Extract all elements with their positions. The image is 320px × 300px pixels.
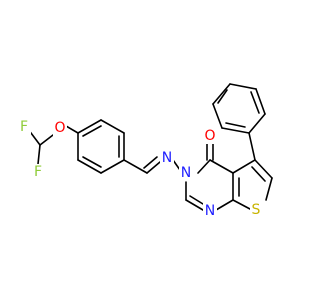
bond-ph-1 [248,113,266,134]
bond-ring1-1 [77,119,102,134]
bond-ph-double-c [225,122,246,128]
bond-ring1-4 [100,159,125,174]
bond-ph-2 [255,88,266,115]
bond-ph-6 [221,127,250,134]
bond-ring1-5 [77,159,102,174]
bond-n1-c2-b [189,195,204,205]
bond-ph-double-b [217,89,228,104]
atom-fluorine-2: F [31,164,44,180]
bond-ph-5 [212,103,223,129]
fluorine-1-label: F [20,119,28,135]
bond-ring1-2 [100,119,125,134]
bond-c6-s [265,177,273,201]
bond-s-c7a [232,199,251,210]
structure-canvas: F F O N N O N S [18,83,273,219]
bond-n1-c2-a [185,199,204,211]
atom-fluorine-1: F [18,119,31,135]
bond-c7a-n1 [215,199,234,211]
bond-ch-n-imine-b [143,156,158,169]
atom-labels: F F O N N O N S [18,119,263,219]
bond-c5-phenyl [248,132,256,161]
bond-ph-double-a [250,91,260,114]
sulfur-label: S [252,202,261,218]
bond-ph-3 [229,83,257,90]
bond-c-f2 [37,144,41,165]
oxygen-carbonyl-label: O [204,128,215,144]
bond-c5-c6-a [254,159,273,179]
bonds [27,83,273,211]
atom-nitrogen-imine: N [160,150,174,166]
atom-sulfur: S [250,202,263,218]
bond-c-o-ether [39,134,54,146]
atom-nitrogen-3: N [179,165,193,181]
nitrogen-3-label: N [181,165,191,181]
bond-n-imine-n3 [172,159,181,171]
bond-ring1-double-c [82,156,102,168]
nitrogen-imine-label: N [162,150,172,166]
bond-c5-c6-b [251,166,266,182]
bond-ring1-double-a [82,125,102,137]
molecule-diagram: F F O N N O N S [18,83,273,219]
atom-nitrogen-1: N [203,203,217,219]
bond-ring1-ch [123,159,148,174]
atom-oxygen-carbonyl: O [203,128,217,144]
nitrogen-1-label: N [205,203,215,219]
fluorine-2-label: F [34,164,42,180]
bond-c4a-c5 [232,159,256,174]
bond-o-ether-ring [65,125,79,134]
bond-ch-n-imine-a [146,161,161,174]
oxygen-ether-label: O [54,120,65,136]
atom-oxygen-ether: O [53,120,67,136]
bond-n3-c4 [197,159,211,174]
bond-c4-c4a [209,159,234,174]
bond-ph-4 [212,83,231,105]
